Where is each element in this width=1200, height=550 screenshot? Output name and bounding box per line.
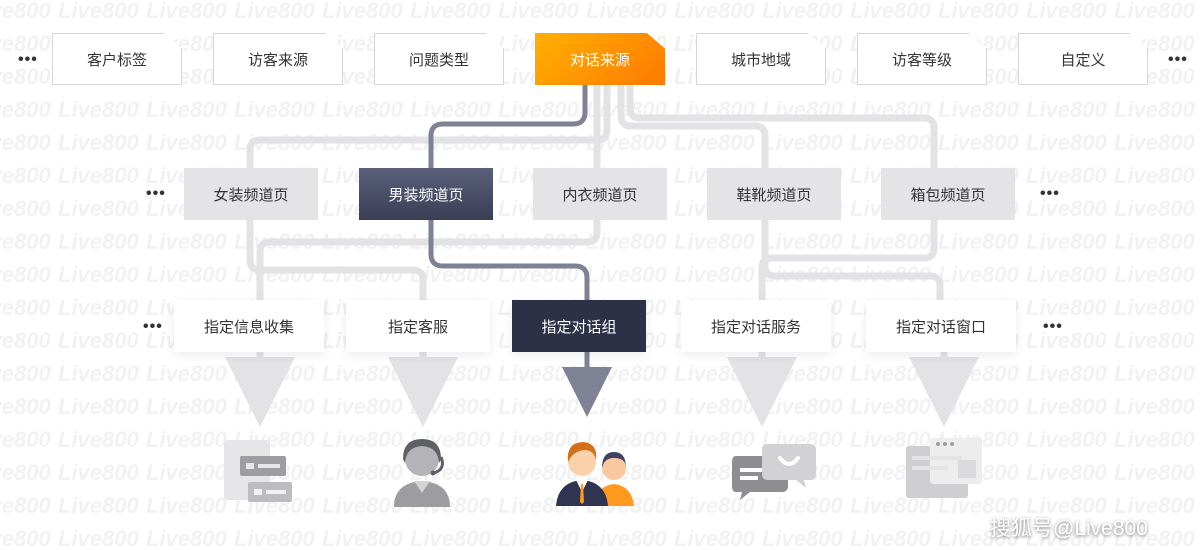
more-left-channels[interactable]: ••• [146, 185, 166, 202]
tab-custom[interactable]: 自定义 [1018, 33, 1148, 85]
action-assign-agent[interactable]: 指定客服 [346, 300, 490, 352]
more-right-tabs[interactable]: ••• [1168, 51, 1188, 68]
customer-service-agent-icon [394, 439, 450, 507]
info-card-icon [224, 440, 292, 502]
chat-bubbles-icon [732, 444, 816, 500]
channel-mens-wear[interactable]: 男装频道页 [359, 168, 493, 220]
channel-underwear[interactable]: 内衣频道页 [533, 168, 667, 220]
more-right-actions[interactable]: ••• [1043, 318, 1063, 335]
more-left-tabs[interactable]: ••• [18, 51, 38, 68]
tab-conversation-source[interactable]: 对话来源 [535, 33, 665, 85]
tab-city-region[interactable]: 城市地域 [696, 33, 826, 85]
action-assign-group[interactable]: 指定对话组 [512, 300, 646, 352]
action-info-collection[interactable]: 指定信息收集 [174, 300, 324, 352]
tab-customer-tags[interactable]: 客户标签 [52, 33, 182, 85]
tab-visitor-source[interactable]: 访客来源 [213, 33, 343, 85]
source-caption: 搜狐号@Live800 [990, 517, 1148, 540]
group-users-icon [556, 442, 634, 506]
tab-visitor-level[interactable]: 访客等级 [857, 33, 987, 85]
action-assign-service[interactable]: 指定对话服务 [681, 300, 831, 352]
chat-window-icon [906, 438, 982, 498]
channel-bags[interactable]: 箱包频道页 [881, 168, 1015, 220]
action-assign-window[interactable]: 指定对话窗口 [866, 300, 1016, 352]
tab-issue-type[interactable]: 问题类型 [374, 33, 504, 85]
channel-womens-wear[interactable]: 女装频道页 [184, 168, 318, 220]
more-right-channels[interactable]: ••• [1040, 185, 1060, 202]
more-left-actions[interactable]: ••• [143, 318, 163, 335]
channel-shoes[interactable]: 鞋靴频道页 [707, 168, 841, 220]
